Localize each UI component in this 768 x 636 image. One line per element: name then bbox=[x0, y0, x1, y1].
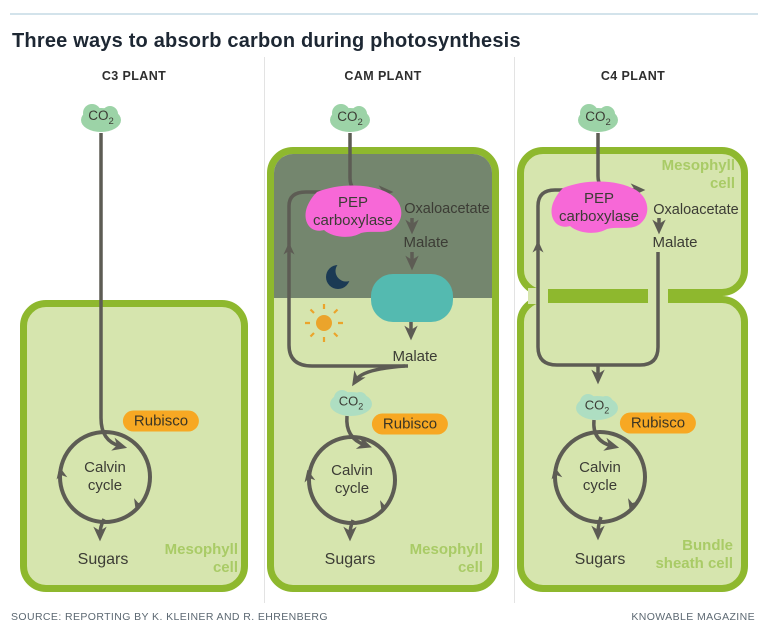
cam-cycle-arrow-right bbox=[380, 500, 391, 514]
cam-co2-cloud bbox=[330, 104, 370, 132]
c3-sugars-label: Sugars bbox=[77, 551, 129, 568]
cam-oxaloacetate-label: Oxaloacetate bbox=[404, 201, 490, 217]
sun-icon bbox=[305, 304, 343, 342]
moon-icon bbox=[326, 260, 357, 289]
c4-cycle-arrow-right bbox=[628, 498, 639, 512]
cam-co2-to-cycle-arrow bbox=[345, 415, 372, 449]
c3-co2-label: CO2 bbox=[88, 108, 114, 127]
c3-co2-cloud bbox=[81, 104, 121, 132]
c4-co2-small-label: CO2 bbox=[584, 397, 610, 416]
cam-co2-entry-line bbox=[348, 133, 372, 194]
c4-sugars-arrow bbox=[591, 516, 605, 541]
cam-recycle-up-arrow bbox=[283, 242, 295, 255]
column-divider-2 bbox=[514, 57, 515, 603]
panel-header-c3: C3 PLANT bbox=[101, 69, 167, 83]
c3-calvin-cycle-circle bbox=[58, 430, 152, 524]
panel-header-cam: CAM PLANT bbox=[344, 69, 422, 83]
c3-rubisco-label: Rubisco bbox=[133, 412, 189, 430]
c3-mesophyll-cell bbox=[20, 300, 248, 592]
cam-rubisco-pill: Rubisco bbox=[371, 413, 449, 435]
cam-malate-to-co2-arrow bbox=[352, 364, 406, 387]
c3-sugars-arrow bbox=[93, 518, 107, 542]
source-credit: SOURCE: REPORTING BY K. KLEINER AND R. E… bbox=[11, 611, 328, 623]
cam-recycle-loop bbox=[287, 185, 408, 368]
c4-malate-label: Malate bbox=[652, 234, 698, 251]
c4-co2-small-cloud bbox=[576, 394, 618, 420]
cam-malate-day-label: Malate bbox=[392, 348, 438, 365]
c4-oxaloacetate-label: Oxaloacetate bbox=[653, 202, 739, 218]
c4-co2-label: CO2 bbox=[585, 109, 611, 128]
c4-recycle-loop bbox=[536, 183, 660, 367]
c4-rubisco-pill: Rubisco bbox=[619, 412, 697, 434]
cam-sugars-label: Sugars bbox=[324, 551, 376, 568]
cam-cycle-arrow-left bbox=[304, 469, 316, 483]
cam-flow bbox=[287, 133, 419, 542]
c4-recycle-up-arrow bbox=[532, 240, 544, 253]
cam-malate-night-label: Malate bbox=[403, 234, 449, 251]
column-divider-1 bbox=[264, 57, 265, 603]
c3-co2-entry-line bbox=[99, 133, 128, 451]
c3-cycle-arrow-right bbox=[134, 498, 145, 512]
c4-pep-carboxylase-blob bbox=[551, 181, 648, 233]
cam-co2-small-label: CO2 bbox=[338, 393, 364, 412]
c3-rubisco-pill: Rubisco bbox=[122, 410, 200, 432]
c3-cycle-arrow-left bbox=[56, 466, 68, 480]
c4-co2-cloud bbox=[578, 104, 618, 132]
top-rule bbox=[10, 13, 758, 15]
cam-pep-carboxylase-blob bbox=[305, 185, 402, 237]
cam-rubisco-label: Rubisco bbox=[382, 415, 438, 433]
magazine-credit: KNOWABLE MAGAZINE bbox=[631, 611, 755, 623]
cam-sugars-arrow bbox=[343, 519, 357, 542]
c4-rubisco-label: Rubisco bbox=[630, 414, 686, 432]
page-title: Three ways to absorb carbon during photo… bbox=[12, 30, 521, 52]
c3-flow bbox=[58, 133, 152, 542]
c4-sugars-label: Sugars bbox=[574, 551, 626, 568]
cam-co2-label: CO2 bbox=[337, 109, 363, 128]
cam-co2-small-cloud bbox=[330, 390, 372, 416]
c4-co2-entry-line bbox=[596, 133, 622, 192]
c4-cycle-arrow-left bbox=[551, 466, 563, 480]
cam-vacuole-blob bbox=[371, 274, 453, 322]
c4-co2-to-cycle-arrow bbox=[592, 419, 620, 451]
panel-header-c4: C4 PLANT bbox=[600, 69, 666, 83]
